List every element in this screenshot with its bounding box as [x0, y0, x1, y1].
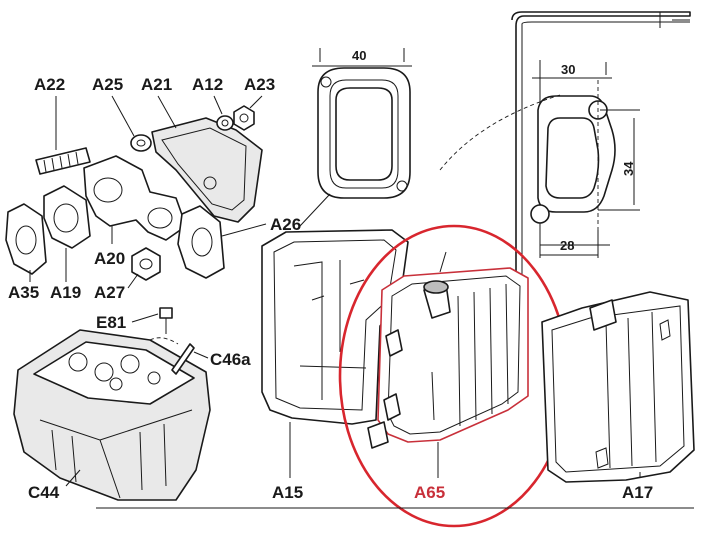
gasket-a26 — [312, 48, 412, 199]
label-a23: A23 — [244, 75, 275, 94]
gasket-a35 — [5, 203, 47, 282]
nut-a27 — [127, 247, 161, 289]
label-a19: A19 — [50, 283, 81, 302]
bolt-hole-lower — [530, 204, 550, 224]
label-a22: A22 — [34, 75, 65, 94]
manifold-a20 — [83, 155, 187, 244]
dim-flange-width: 30 — [561, 62, 575, 77]
label-a35: A35 — [8, 283, 39, 302]
dim-gasket-width: 40 — [352, 48, 366, 63]
label-a25: A25 — [92, 75, 123, 94]
flange-detail — [439, 11, 691, 300]
flange-gasket-a26 — [177, 193, 331, 279]
pin-c46a — [171, 343, 209, 375]
dim-port-width: 28 — [560, 238, 574, 253]
screw-e81 — [131, 307, 179, 345]
label-a65: A65 — [414, 483, 445, 502]
stud-a22 — [35, 96, 91, 175]
label-a12: A12 — [192, 75, 223, 94]
label-a26: A26 — [270, 215, 301, 234]
label-c44: C44 — [28, 483, 60, 502]
washer-a12 — [213, 95, 234, 131]
label-a27: A27 — [94, 283, 125, 302]
label-a20: A20 — [94, 249, 125, 268]
outer-cover-a17 — [541, 291, 695, 483]
nut-a23 — [233, 95, 263, 131]
label-a17: A17 — [622, 483, 653, 502]
gasket-a19 — [43, 185, 91, 282]
washer-a25 — [111, 95, 152, 152]
label-e81: E81 — [96, 313, 126, 332]
silencer-a65 — [367, 251, 529, 478]
label-a21: A21 — [141, 75, 172, 94]
heat-shield-a15 — [261, 229, 409, 478]
label-a15: A15 — [272, 483, 303, 502]
label-c46a: C46a — [210, 350, 251, 369]
dim-flange-height: 34 — [621, 161, 636, 176]
cylinder-head-c44 — [13, 329, 211, 501]
